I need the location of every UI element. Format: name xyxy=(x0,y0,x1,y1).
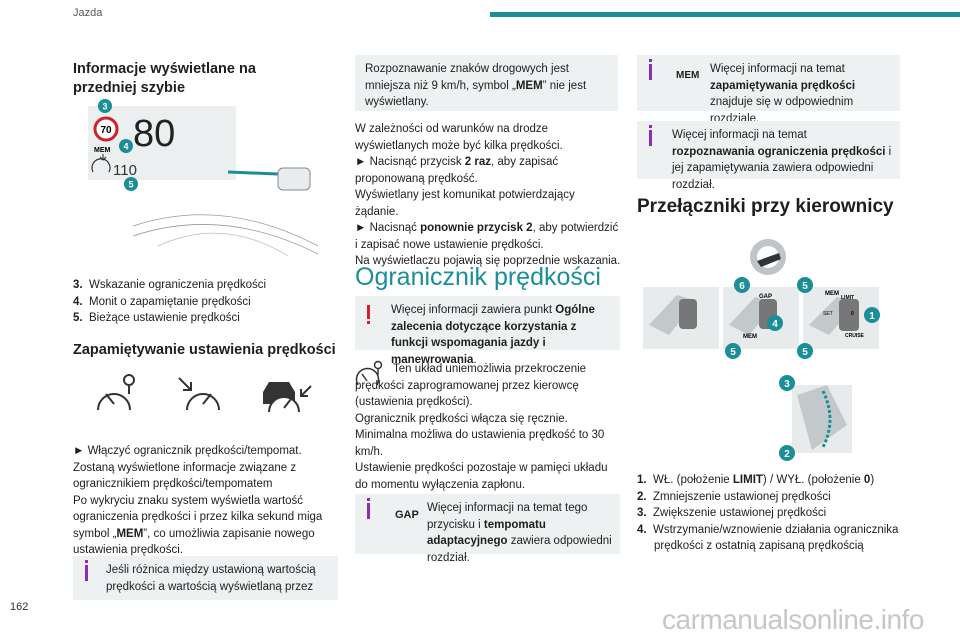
callout-3 xyxy=(98,99,112,113)
gap-button-icon: GAP xyxy=(395,509,419,521)
hud-display-panel xyxy=(88,106,236,180)
info-note-sign-recognition: Więcej informacji na temat rozpoznawania… xyxy=(637,121,900,191)
svg-text:MEM: MEM xyxy=(825,291,839,297)
list-item: 3. Wskazanie ograniczenia prędkości xyxy=(73,279,267,291)
speed-pictograms xyxy=(97,374,312,413)
info-note-gap: GAP Więcej informacji na temat tego przy… xyxy=(355,494,620,564)
mem-button-icon: MEM xyxy=(676,70,700,81)
text-block: Ten układ uniemożliwia przekroczenie prę… xyxy=(355,363,608,491)
info-icon xyxy=(367,498,370,519)
limit-sign-text: 70 xyxy=(100,125,112,136)
switch-legend-list: 1. WŁ. (położenie LIMIT) / WYŁ. (położen… xyxy=(637,472,905,555)
info-icon xyxy=(649,59,652,80)
text-block: ► Włączyć ogranicznik prędkości/tempomat… xyxy=(73,445,323,556)
list-item: 4. Wstrzymanie/wznowienie działania ogra… xyxy=(637,523,899,553)
callout-6: 6 xyxy=(734,277,750,293)
heading-hud-info: Informacje wyświetlane na przedniej szyb… xyxy=(73,61,256,96)
callout-4 xyxy=(119,139,133,153)
speed-limit-sign-icon xyxy=(93,116,119,142)
svg-text:1: 1 xyxy=(869,311,875,322)
limiter-icon xyxy=(97,374,135,411)
svg-text:CRUISE: CRUISE xyxy=(845,333,865,339)
svg-text:SET: SET xyxy=(823,311,833,317)
svg-text:3: 3 xyxy=(784,379,790,390)
warning-icon xyxy=(367,305,370,324)
cruise-control-icon xyxy=(178,377,220,411)
svg-text:0: 0 xyxy=(851,311,854,317)
info-note-mem: MEM Więcej informacji na temat zapamięty… xyxy=(637,55,900,125)
heading-speed-memory: Zapamiętywanie ustawienia prędkości xyxy=(73,342,336,358)
svg-text:2: 2 xyxy=(784,449,790,460)
callout-1: 1 xyxy=(864,307,880,323)
heading-steering-switches: Przełączniki przy kierownicy xyxy=(637,196,894,217)
watermark: carmanualsonline.info xyxy=(662,604,924,635)
svg-text:5: 5 xyxy=(802,347,808,358)
stalk-3: MEM SET LIMIT 0 CRUISE xyxy=(809,291,865,339)
arrow-down-icon xyxy=(99,154,107,161)
stalk-1 xyxy=(649,295,697,335)
info-icon xyxy=(85,560,88,581)
svg-text:5: 5 xyxy=(802,281,808,292)
callout-4: 4 xyxy=(767,315,783,331)
svg-text:5: 5 xyxy=(730,347,736,358)
svg-text:5: 5 xyxy=(128,180,133,190)
steering-wheel-icon xyxy=(750,239,786,275)
set-speed: 110 xyxy=(113,162,137,179)
section-title: Jazda xyxy=(73,7,103,19)
hud-legend-list: 3. Wskazanie ograniczenia prędkości 4. M… xyxy=(73,277,338,327)
info-note-continued: Rozpoznawanie znaków drogowych jest mnie… xyxy=(355,55,618,111)
callout-2: 2 xyxy=(779,445,795,461)
callout-3: 3 xyxy=(779,375,795,391)
svg-text:LIMIT: LIMIT xyxy=(841,295,854,301)
text-block: W zależności od warunków na drodze wyświ… xyxy=(355,123,621,267)
adaptive-cruise-icon xyxy=(263,382,312,413)
svg-text:4: 4 xyxy=(772,319,778,330)
list-item: 2. Zmniejszenie ustawionej prędkości xyxy=(637,490,831,503)
header-accent-bar xyxy=(490,12,960,17)
list-item: 3. Zwiększenie ustawionej prędkości xyxy=(637,507,827,519)
info-note: Jeśli różnica między ustawioną wartością… xyxy=(73,556,338,600)
list-item: 5. Bieżące ustawienie prędkości xyxy=(73,312,240,324)
hud-illustration: 70 80 MEM 110 3 4 5 xyxy=(88,99,319,256)
heading-speed-limiter: Ogranicznik prędkości xyxy=(355,263,601,291)
svg-text:GAP: GAP xyxy=(759,294,772,300)
svg-text:MEM: MEM xyxy=(743,334,757,340)
callout-5b: 5 xyxy=(725,343,741,359)
callout-5c: 5 xyxy=(797,343,813,359)
mem-label: MEM xyxy=(94,147,111,154)
hud-speed: 80 xyxy=(133,113,175,155)
svg-text:6: 6 xyxy=(739,281,745,292)
svg-text:3: 3 xyxy=(102,102,107,112)
warning-note: Więcej informacji zawiera punkt Ogólne z… xyxy=(355,296,620,366)
callout-5 xyxy=(124,177,138,191)
info-icon xyxy=(649,125,652,146)
callout-5a: 5 xyxy=(797,277,813,293)
speedometer-icon xyxy=(91,158,111,173)
list-item: 1. WŁ. (położenie LIMIT) / WYŁ. (położen… xyxy=(637,474,875,486)
list-item: 4. Monit o zapamiętanie prędkości xyxy=(73,295,251,308)
limiter-icon xyxy=(355,360,383,386)
page-number: 162 xyxy=(10,601,29,613)
steering-stalk-illustration: GAP MEM MEM SET LIMIT 0 CRUISE 6 5 4 1 5… xyxy=(643,239,880,461)
svg-text:4: 4 xyxy=(123,142,128,152)
